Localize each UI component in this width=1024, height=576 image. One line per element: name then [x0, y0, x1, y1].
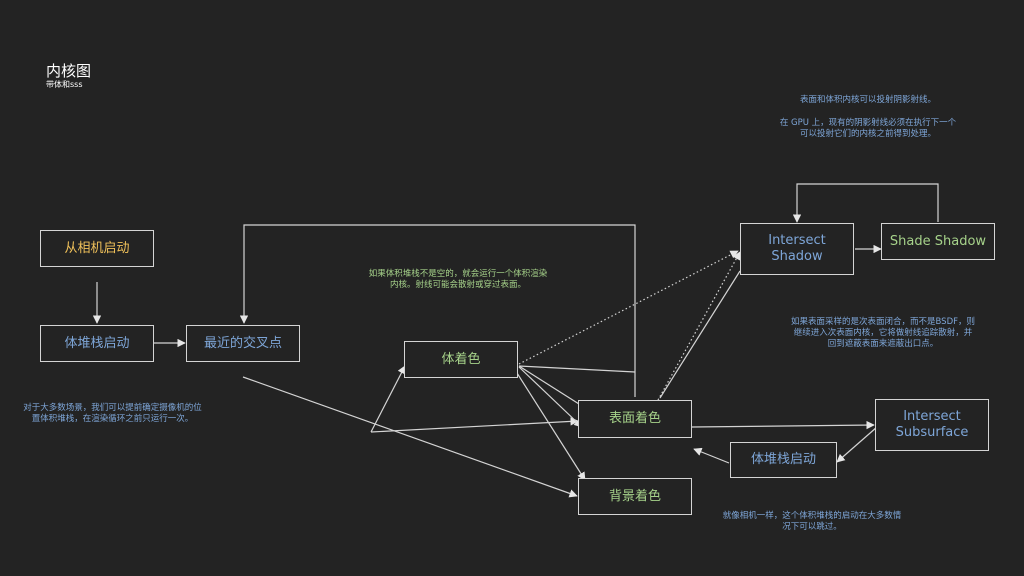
node-intersect-shadow[interactable]: Intersect Shadow: [740, 223, 854, 275]
edge-intersection-to-background: [242, 376, 578, 498]
diagram-subtitle: 带体和sss: [46, 80, 83, 89]
node-subsurface-volume-stack-start[interactable]: 体堆栈启动: [730, 442, 837, 478]
note-volume: 如果体积堆栈不是空的，就会运行一个体积渲染内核。射线可能会散射或穿过表面。: [368, 269, 548, 290]
edge-volume-to-surface-a: [518, 365, 580, 405]
node-surface-shading[interactable]: 表面着色: [578, 400, 692, 438]
node-volume-stack-start[interactable]: 体堆栈启动: [40, 325, 154, 362]
edge-volume-to-background: [516, 372, 586, 481]
edge-surface-to-intersect-shadow-solid: [659, 270, 741, 399]
edge-loop-back-to-intersection: [239, 224, 636, 397]
note-volume-stack: 就像相机一样，这个体积堆栈的启动在大多数情况下可以跳过。: [722, 511, 902, 532]
note-camera: 对于大多数场景，我们可以提前确定摄像机的位置体积堆栈，在渲染循环之前只运行一次。: [23, 403, 202, 424]
node-nearest-intersection[interactable]: 最近的交叉点: [186, 325, 300, 362]
edge-surface-to-intersect-subsurface: [691, 420, 875, 430]
node-camera-start[interactable]: 从相机启动: [40, 230, 154, 267]
edge-volume-to-surface-b: [518, 366, 583, 428]
note-subsurface: 如果表面采样的是次表面闭合，而不是BSDF，则继续进入次表面内核，它将做射线追踪…: [790, 317, 975, 349]
edge-volume-stack-back: [693, 447, 730, 464]
edge-volume-to-loop: [518, 365, 636, 373]
note-shadow-1: 表面和体积内核可以投射阴影射线。: [799, 95, 936, 105]
node-shade-shadow[interactable]: Shade Shadow: [881, 223, 995, 260]
note-shadow-2: 在 GPU 上，现有的阴影射线必须在执行下一个可以投射它们的内核之前得到处理。: [779, 118, 957, 139]
node-background-shading[interactable]: 背景着色: [578, 478, 692, 515]
node-intersect-subsurface[interactable]: Intersect Subsurface: [875, 399, 989, 451]
edge-volume-to-intersect-shadow: [518, 250, 739, 365]
node-volume-shading[interactable]: 体着色: [404, 341, 518, 378]
edge-junction-to-volume-shading: [370, 365, 406, 433]
edge-subsurface-to-volume-stack: [836, 426, 878, 463]
edge-surface-to-intersect-shadow: [657, 251, 741, 401]
diagram-title: 内核图: [46, 62, 92, 80]
edge-shade-shadow-loop: [792, 183, 939, 223]
edge-junction-to-surface-shading: [370, 417, 579, 433]
